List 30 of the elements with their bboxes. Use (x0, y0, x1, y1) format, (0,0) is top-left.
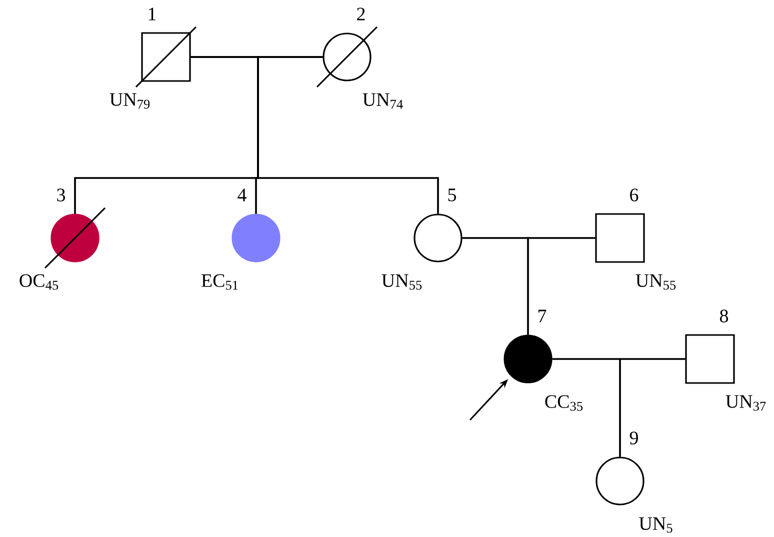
square-symbol (685, 334, 735, 384)
individual-label: UN$_{55}$ (636, 274, 676, 290)
individual-label: UN$_{55}$ (382, 274, 422, 290)
circle-symbol (232, 214, 280, 262)
generation-number: 5 (448, 188, 456, 202)
square-symbol (135, 26, 197, 88)
individual-label: UN$_{5}$ (639, 517, 672, 533)
line-of-descent (257, 56, 439, 214)
line-of-descent (527, 237, 596, 335)
individual-label: UN$_{79}$ (110, 93, 150, 109)
circle-symbol (414, 214, 462, 262)
individual-label: CC$_{35}$ (545, 395, 583, 411)
line-of-descent (619, 358, 686, 457)
generation-number: 3 (57, 188, 65, 202)
circle-symbol (316, 26, 378, 88)
individual-label: EC$_{51}$ (202, 274, 238, 290)
circle-symbol (504, 334, 552, 384)
individual-label: UN$_{74}$ (362, 93, 403, 109)
individual-label: UN$_{37}$ (726, 395, 766, 411)
generation-number: 8 (720, 310, 728, 322)
generation-number: 7 (538, 310, 546, 322)
generation-number: 1 (148, 8, 156, 20)
generation-number: 6 (630, 188, 638, 202)
generation-number: 2 (357, 8, 365, 20)
square-symbol (595, 213, 645, 263)
generation-number: 4 (238, 188, 246, 202)
generation-number: 9 (630, 432, 638, 444)
circle-symbol (44, 207, 106, 269)
circle-symbol (596, 456, 644, 506)
individual-label: OC$_{45}$ (20, 274, 58, 290)
